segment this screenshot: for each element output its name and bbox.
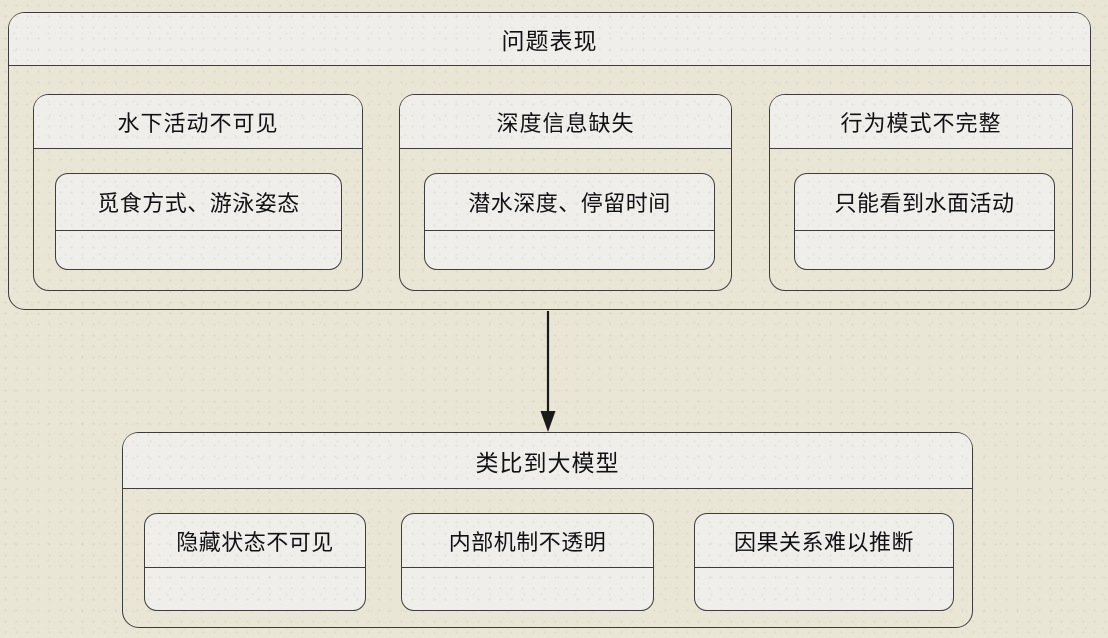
group-problem-title: 问题表现: [501, 28, 598, 54]
group-llm-title-bar: 类比到大模型: [123, 433, 972, 489]
node-foraging-swimming: 觅食方式、游泳姿态: [55, 173, 342, 270]
node-foraging-swimming-empty-body: [56, 231, 341, 269]
node-surface-activity-empty-body: [795, 231, 1054, 269]
subgroup-behavior-title-bar: 行为模式不完整: [770, 95, 1072, 149]
node-internal-mechanism-label: 内部机制不透明: [448, 529, 607, 555]
subgroup-depth-title: 深度信息缺失: [496, 110, 635, 136]
node-foraging-swimming-label: 觅食方式、游泳姿态: [97, 191, 300, 216]
subgroup-underwater-title: 水下活动不可见: [117, 110, 279, 136]
node-causal-inference-empty-body: [695, 568, 953, 610]
subgroup-underwater-title-bar: 水下活动不可见: [34, 95, 362, 149]
node-causal-inference-label-band: 因果关系难以推断: [695, 514, 953, 568]
node-dive-depth-label-band: 潜水深度、停留时间: [425, 174, 714, 231]
node-internal-mechanism-label-band: 内部机制不透明: [402, 514, 653, 568]
group-problem-title-bar: 问题表现: [9, 13, 1090, 66]
subgroup-depth-title-bar: 深度信息缺失: [400, 95, 731, 149]
node-hidden-state-label-band: 隐藏状态不可见: [145, 514, 365, 568]
node-causal-inference: 因果关系难以推断: [694, 513, 954, 611]
subgroup-behavior-title: 行为模式不完整: [840, 110, 1002, 136]
down-arrow: [540, 311, 556, 432]
node-causal-inference-label: 因果关系难以推断: [733, 529, 914, 555]
group-llm-analogy: 类比到大模型 隐藏状态不可见 内部机制不透明 因果关系难以推断: [122, 432, 973, 628]
node-surface-activity: 只能看到水面活动: [794, 173, 1055, 270]
node-dive-depth-label: 潜水深度、停留时间: [468, 191, 671, 216]
node-dive-depth-empty-body: [425, 231, 714, 269]
node-dive-depth-duration: 潜水深度、停留时间: [424, 173, 715, 270]
node-internal-mechanism: 内部机制不透明: [401, 513, 654, 611]
node-foraging-swimming-label-band: 觅食方式、游泳姿态: [56, 174, 341, 231]
node-hidden-state-empty-body: [145, 568, 365, 610]
subgroup-behavior-pattern: 行为模式不完整 只能看到水面活动: [769, 94, 1073, 291]
group-llm-title: 类比到大模型: [475, 449, 620, 476]
node-hidden-state: 隐藏状态不可见: [144, 513, 366, 611]
node-surface-activity-label: 只能看到水面活动: [834, 191, 1015, 216]
subgroup-underwater-activity: 水下活动不可见 觅食方式、游泳姿态: [33, 94, 363, 291]
node-hidden-state-label: 隐藏状态不可见: [176, 529, 334, 555]
subgroup-depth-info: 深度信息缺失 潜水深度、停留时间: [399, 94, 732, 291]
node-surface-activity-label-band: 只能看到水面活动: [795, 174, 1054, 231]
node-internal-mechanism-empty-body: [402, 568, 653, 610]
group-problem-manifestation: 问题表现 水下活动不可见 觅食方式、游泳姿态 深度信息缺失 潜水深度、停留时间: [8, 12, 1091, 310]
